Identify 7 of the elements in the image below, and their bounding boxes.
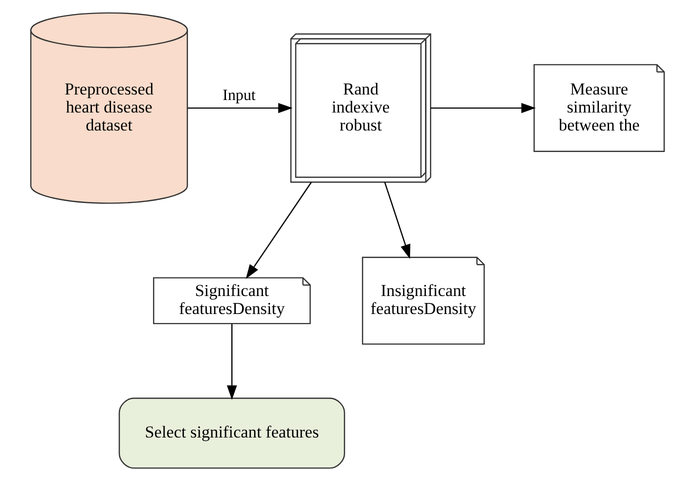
arrow xyxy=(187,102,292,114)
node-box: Select significant features xyxy=(118,398,345,469)
arrow xyxy=(226,324,236,400)
arrow xyxy=(384,182,410,259)
arrow xyxy=(245,182,312,279)
edge-label: Input xyxy=(222,87,256,104)
arrow xyxy=(430,102,536,114)
